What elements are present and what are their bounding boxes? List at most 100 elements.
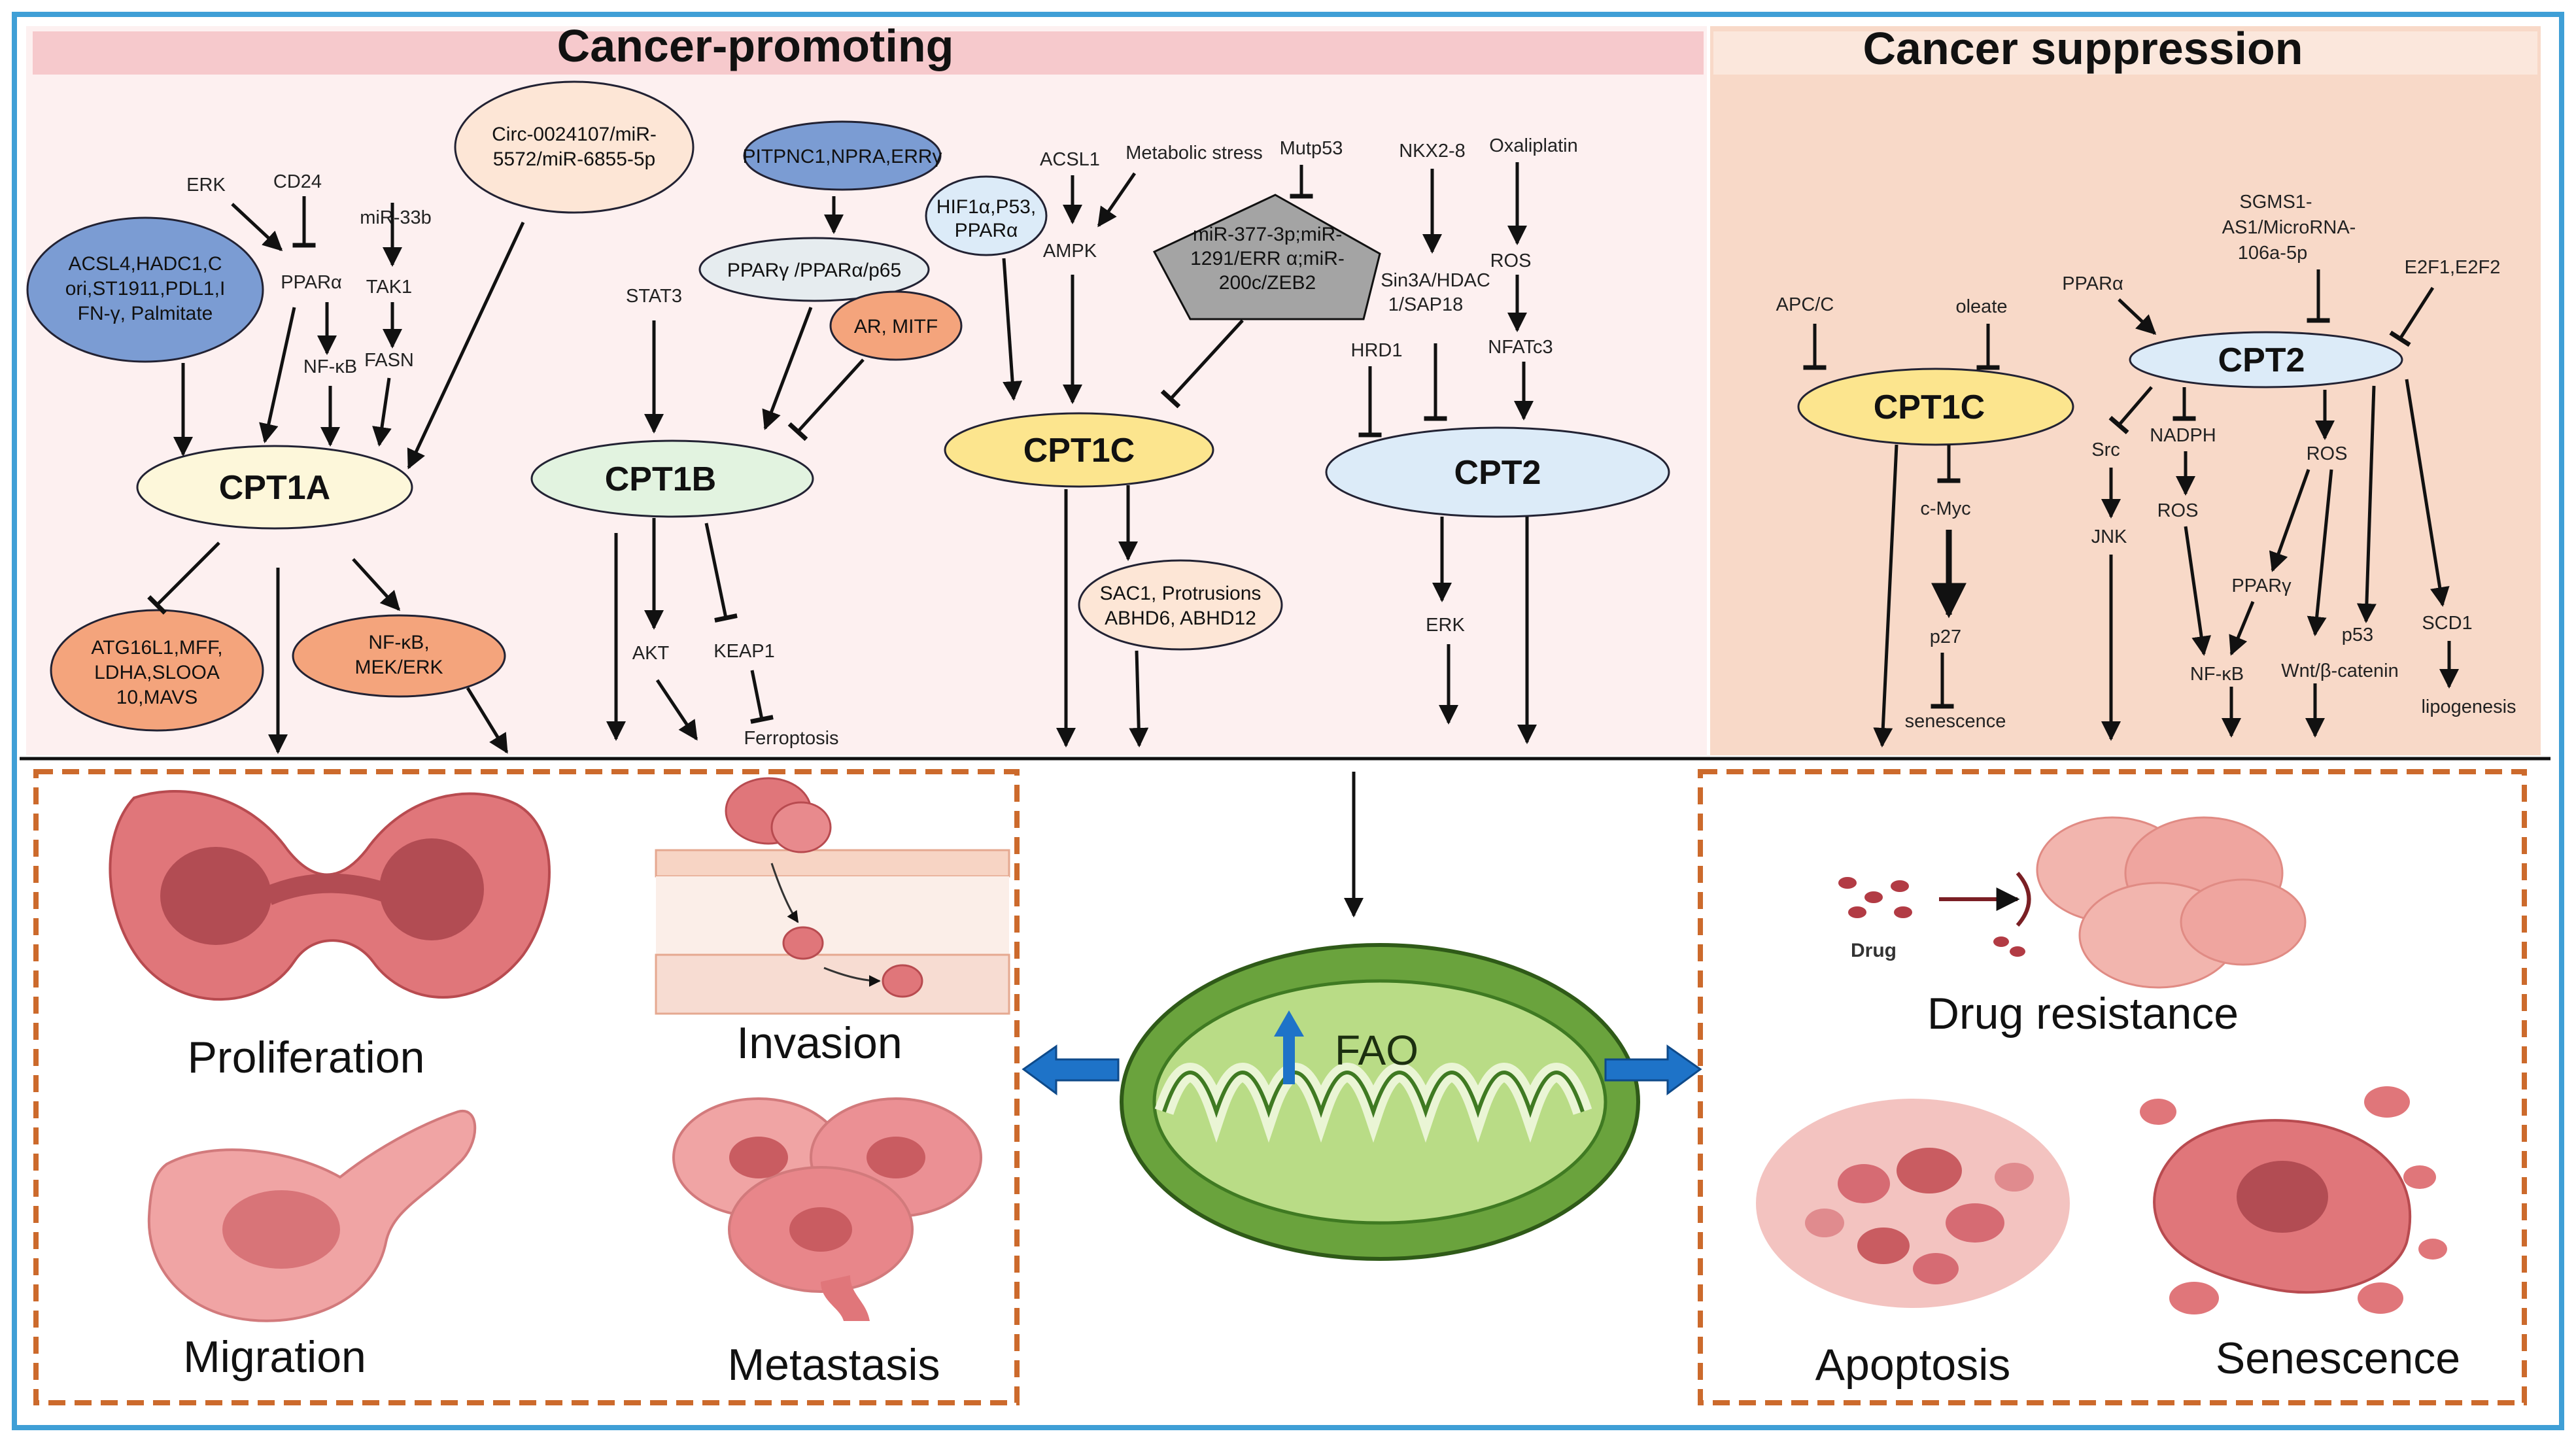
mutp53-label: Mutp53 [1280,138,1343,159]
migration-label: Migration [183,1332,366,1382]
cpt2-edges [1358,162,1537,744]
erk-label: ERK [186,175,226,196]
senescence-small-label: senescence [1905,711,2006,732]
acsl1-label: ACSL1 [1040,149,1100,170]
cpt1b-label: CPT1B [605,460,716,498]
oleate-label: oleate [1955,296,2007,317]
fao-label: FAO [1335,1027,1418,1074]
cpt1a-down-line-2: LDHA,SLOOA [94,662,220,683]
cpt1c-edges [1002,165,1313,747]
promoting-header-band [33,31,1704,75]
drug-resistance-label: Drug resistance [1927,989,2239,1039]
pentagon-line-1: miR-377-3p;miR- [1193,224,1342,245]
pitpnc1-bubble [743,120,942,191]
hif1a-line-1: HIF1α,P53, [936,196,1036,218]
src-label: Src [2091,439,2120,460]
cpt1a-down-line-1: ATG16L1,MFF, [91,637,222,659]
cpt1a-edges [147,196,525,754]
cpt1c-suppression-node [1797,368,2074,446]
lipogenesis-label: lipogenesis [2421,696,2516,717]
sac1-bubble [1078,559,1283,651]
cpt2-node [1325,426,1670,518]
pentagon-line-2: 1291/ERR α;miR- [1190,248,1345,269]
cpt1c-node [944,412,1214,488]
cpt1c-suppression-label: CPT1C [1874,388,1985,426]
drug-resistance-illustration [1838,816,2307,989]
cpt1c-label: CPT1C [1023,432,1135,470]
oxaliplatin-label: Oxaliplatin [1489,135,1577,156]
nfkb-mek-bubble [292,614,506,698]
mitochondrion-illustration [1120,943,1640,1261]
jnk-label: JNK [2091,526,2127,547]
ppara-sup-label: PPARα [2062,273,2123,294]
migration-cell-illustration [147,1109,477,1322]
cpt1a-upstream-line-2: ori,ST1911,PDL1,I [65,278,226,300]
suppression-outcome-box [1698,769,2527,1405]
circ-mirna-line-2: 5572/miR-6855-5p [493,148,655,170]
p53-label: p53 [2342,625,2373,645]
keap1-label: KEAP1 [713,641,775,662]
ros-sup-2-label: ROS [2307,443,2348,464]
cpt2-label: CPT2 [1454,454,1541,492]
ppar-complex-bubble [698,237,930,302]
hrd1-label: HRD1 [1351,340,1403,361]
mirna-pentagon [1152,194,1381,320]
apcc-label: APC/C [1776,294,1834,315]
nfkb-mek-line-2: MEK/ERK [354,657,443,678]
pitpnc1-label: PITPNC1,NPRA,ERRγ [742,146,942,167]
stat3-label: STAT3 [626,286,682,307]
circ-mirna-line-1: Circ-0024107/miR- [492,124,657,145]
nfkb-sup-label: NF-κB [2190,664,2244,685]
cpt1a-upstream-line-3: FN-γ, Palmitate [78,303,213,324]
scd1-label: SCD1 [2422,613,2472,634]
apoptosis-label: Apoptosis [1815,1340,2011,1390]
nfkb-mek-line-1: NF-κB, [368,632,429,653]
cpt2-suppression-node [2129,331,2403,388]
sgms-line-3: 106a-5p [2238,243,2307,264]
mir33b-label: miR-33b [360,207,432,228]
ros-label: ROS [1490,250,1532,271]
akt-label: AKT [632,643,670,664]
nadph-label: NADPH [2150,425,2216,446]
cpt1a-upstream-line-1: ACSL4,HADC1,C [68,253,222,275]
promoting-outcome-box [33,769,1020,1405]
sac1-line-2: ABHD6, ABHD12 [1105,608,1256,629]
drug-label: Drug [1851,940,1897,961]
apoptosis-illustration [1756,1099,2070,1308]
cmyc-label: c-Myc [1920,498,1970,519]
nfkb-label: NF-κB [303,356,357,377]
ar-mitf-bubble [829,290,963,361]
cpt1b-node [530,439,814,518]
right-blue-arrow [1604,1044,1702,1095]
wnt-label: Wnt/β-catenin [2281,661,2398,681]
ferroptosis-label: Ferroptosis [744,728,838,749]
fao-up-arrow [1274,1010,1304,1084]
sac1-line-1: SAC1, Protrusions [1100,583,1262,604]
tak1-label: TAK1 [366,277,412,298]
cpt2-erk-label: ERK [1426,615,1465,636]
proliferation-cell-illustration [109,790,551,1001]
left-blue-arrow [1022,1044,1120,1095]
proliferation-label: Proliferation [188,1033,425,1082]
sin3a-line-2: 1/SAP18 [1388,294,1463,315]
cpt1b-edges [606,196,865,741]
ros-sup-1-label: ROS [2157,500,2199,521]
metastasis-illustration [672,1097,982,1321]
ampk-label: AMPK [1043,241,1097,262]
fasn-label: FASN [364,350,414,371]
senescence-illustration [2140,1086,2447,1314]
metastasis-label: Metastasis [728,1340,940,1390]
cpt1a-label: CPT1A [219,469,330,507]
cpt1c-suppression-edges [1803,324,2000,747]
pentagon-line-3: 200c/ZEB2 [1219,272,1316,294]
ppara-label: PPARα [281,272,342,293]
nkx28-label: NKX2-8 [1399,141,1466,162]
ppar-gamma-label: PPARγ [2231,575,2292,596]
sgms-line-2: AS1/MicroRNA- [2222,217,2356,238]
e2f-label: E2F1,E2F2 [2405,257,2501,278]
cd24-label: CD24 [273,171,322,192]
suppression-header-band [1713,31,2537,75]
ppar-complex-label: PPARγ /PPARα/p65 [727,260,901,281]
sin3a-line-1: Sin3A/HDAC [1381,270,1490,291]
